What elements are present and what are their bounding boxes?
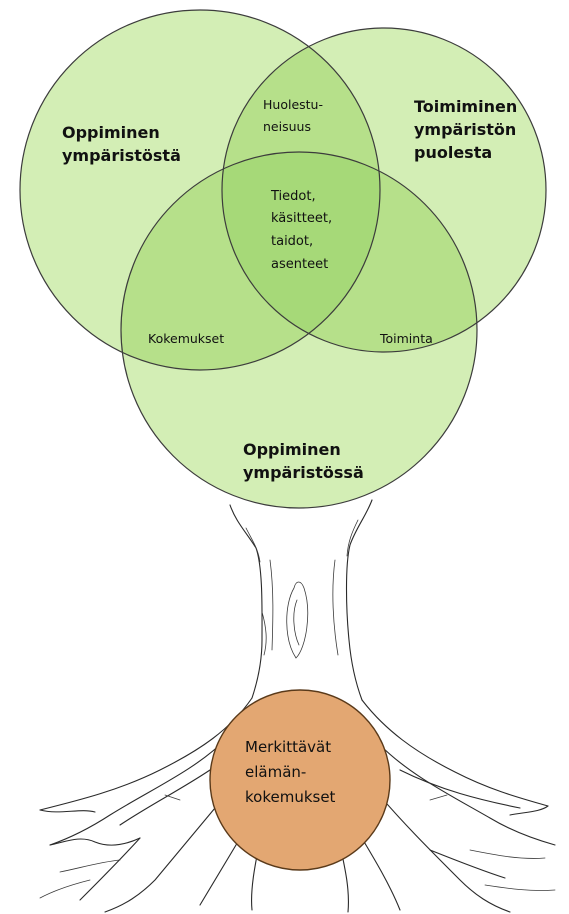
label-center-line4: asenteet [271, 257, 328, 272]
label-left-circle: Oppiminen ympäristöstä [62, 123, 181, 165]
label-overlap-top-line2: neisuus [263, 119, 311, 134]
label-overlap-center: Tiedot, käsitteet, taidot, asenteet [270, 189, 332, 272]
root-circle [209, 689, 391, 871]
label-center-line1: Tiedot, [270, 189, 316, 204]
circle-outline-left [19, 9, 381, 371]
label-bottom-line1: Oppiminen [243, 440, 341, 459]
label-overlap-right: Toiminta [379, 331, 433, 346]
label-overlap-left: Kokemukset [148, 331, 224, 346]
root-label-line3: kokemukset [245, 788, 336, 806]
label-bottom-line2: ympäristössä [243, 463, 364, 482]
venn-diagram [19, 9, 547, 509]
overlap-left-bottom [121, 152, 380, 370]
label-left-line2: ympäristöstä [62, 146, 181, 165]
label-center-line3: taidot, [271, 234, 313, 249]
label-center-line2: käsitteet, [271, 211, 332, 226]
circle-outline-bottom [120, 151, 478, 509]
label-right-line1: Toimiminen [414, 97, 517, 116]
label-overlap-top: Huolestu- neisuus [263, 97, 323, 134]
label-right-circle: Toimiminen ympäristön puolesta [414, 97, 517, 162]
label-right-line2: ympäristön [414, 120, 516, 139]
label-left-line1: Oppiminen [62, 123, 160, 142]
tree-trunk [229, 499, 373, 701]
tree-roots [39, 697, 556, 913]
label-overlap-top-line1: Huolestu- [263, 97, 323, 112]
label-bottom-circle: Oppiminen ympäristössä [243, 440, 364, 482]
root-experiences: Merkittävät elämän- kokemukset [209, 689, 391, 871]
label-right-line3: puolesta [414, 143, 492, 162]
circle-outline-right [221, 27, 547, 353]
root-label-line2: elämän- [245, 763, 306, 781]
root-label-line1: Merkittävät [245, 738, 331, 756]
